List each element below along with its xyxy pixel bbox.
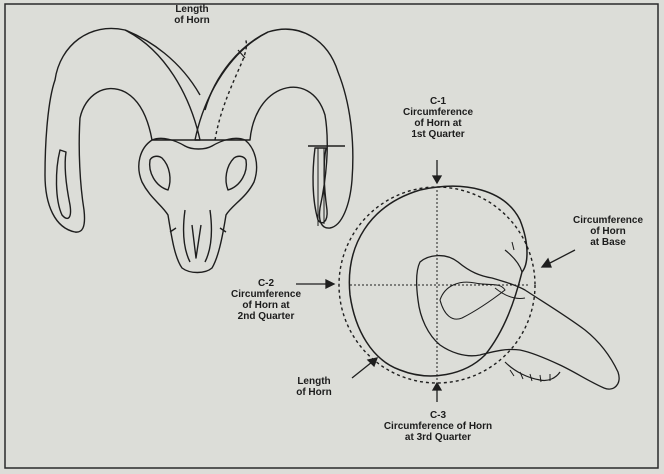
ram-skull-front-view	[45, 28, 353, 272]
base-tick	[512, 242, 514, 250]
skull-jaw-marks	[170, 228, 226, 232]
skull-outline	[139, 138, 257, 272]
right-horn-ridge	[205, 32, 268, 110]
right-horn	[195, 29, 353, 228]
length-dashed-circle	[339, 187, 535, 383]
label-length-of-horn-top: Length of Horn	[152, 4, 232, 26]
right-eye-socket	[226, 156, 246, 190]
left-horn-tip	[56, 150, 70, 218]
label-c2: C-2 Circumference of Horn at 2nd Quarter	[216, 278, 316, 322]
lower-jaw-profile	[505, 362, 560, 381]
label-c1: C-1 Circumference of Horn at 1st Quarter	[388, 96, 488, 140]
nasal-cavity	[192, 225, 201, 258]
base-arrow-head	[542, 259, 551, 267]
length-of-horn-dashed-path	[215, 38, 246, 140]
label-length-of-horn-bottom: Length of Horn	[282, 376, 346, 398]
c1-arrow-head	[433, 176, 441, 183]
label-c3: C-3 Circumference of Horn at 3rd Quarter	[372, 410, 504, 443]
skull-profile	[417, 256, 619, 389]
c3-arrow-head	[433, 383, 441, 390]
nasal-bones	[184, 210, 212, 262]
base-circumference-line	[505, 250, 522, 272]
left-horn	[45, 28, 200, 232]
left-eye-socket	[150, 156, 170, 190]
label-circumference-base: Circumference of Horn at Base	[560, 215, 656, 248]
c2-arrow-head	[326, 280, 334, 288]
left-horn-ridge	[125, 30, 200, 95]
skull-detail-line	[495, 288, 525, 299]
annotation-arrows	[296, 160, 575, 402]
